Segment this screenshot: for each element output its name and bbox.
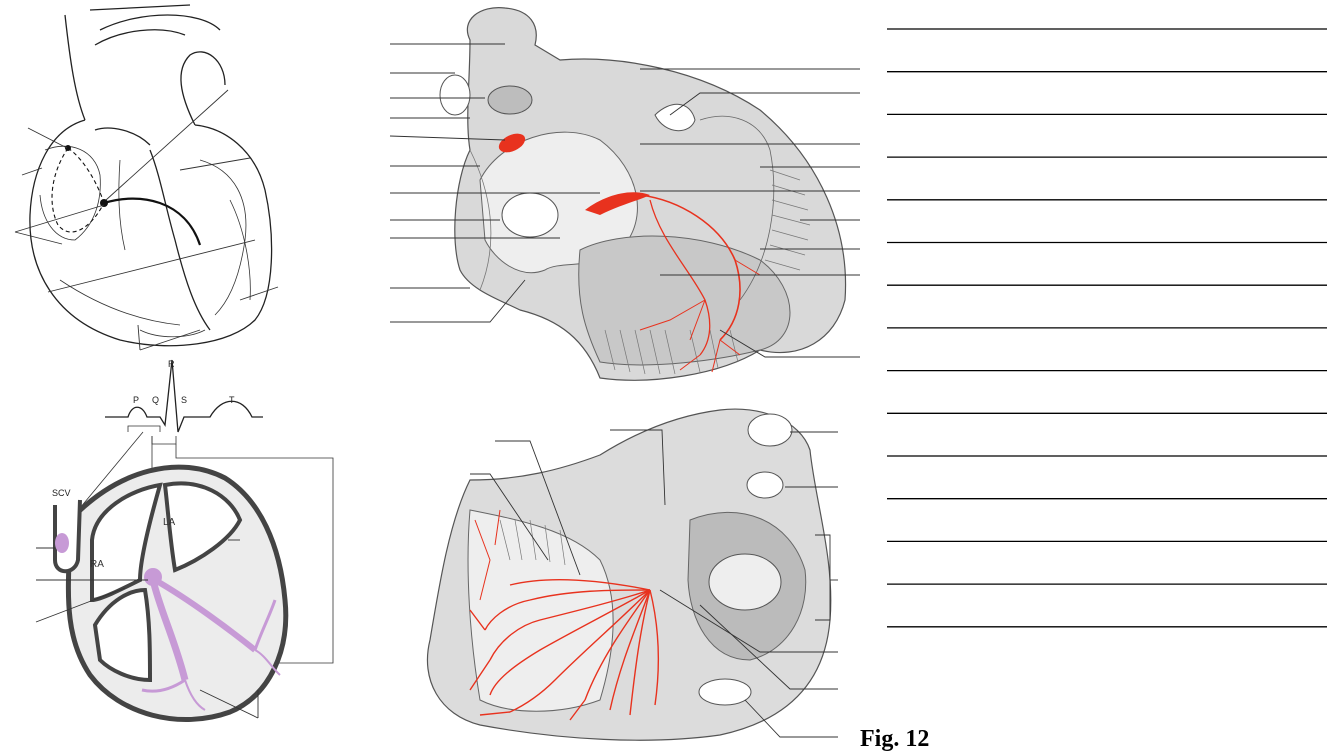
ecg-label-p: P <box>133 395 139 405</box>
answer-lines <box>887 29 1327 627</box>
ecg-label-r: R <box>168 359 175 369</box>
bottom-heart-illustration <box>427 409 838 740</box>
top-heart-illustration <box>390 8 860 381</box>
ecg-label-t: T <box>229 395 235 405</box>
ecg-label-q: Q <box>152 395 159 405</box>
label-scv: SCV <box>52 488 71 498</box>
label-ra: RA <box>90 559 104 570</box>
figure-label: Fig. 12 <box>860 726 929 752</box>
ecg-label-s: S <box>181 395 187 405</box>
bottom-left-ecg-diagram: P Q R S T SCV RA LA <box>36 359 333 720</box>
top-left-heart-diagram <box>15 5 278 350</box>
label-la: LA <box>163 517 176 528</box>
